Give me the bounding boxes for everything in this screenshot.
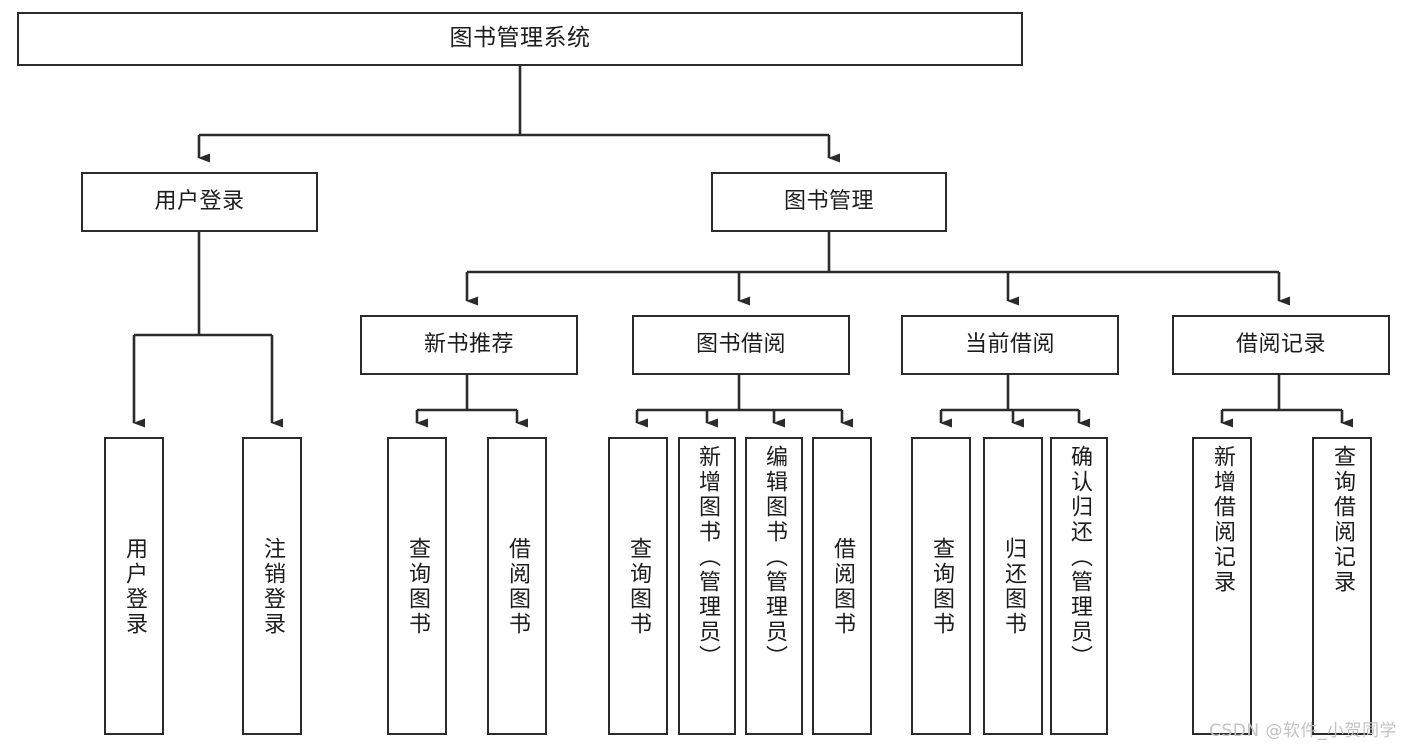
node-label: 新书推荐 (423, 331, 514, 357)
node-user-login[interactable]: 用户登录 (81, 172, 318, 232)
node-book-borrowing[interactable]: 图书借阅 (632, 315, 850, 375)
node-label: 新增图书（管理员） (695, 445, 720, 670)
node-book-management[interactable]: 图书管理 (711, 172, 947, 232)
leaf-return-book[interactable]: 归还图书 (983, 437, 1043, 735)
node-label: 归还图书 (1001, 537, 1026, 637)
leaf-query-borrowing-record[interactable]: 查询借阅记录 (1312, 437, 1372, 735)
node-label: 图书管理系统 (449, 25, 591, 52)
leaf-edit-book-admin[interactable]: 编辑图书（管理员） (745, 437, 803, 735)
node-label: 当前借阅 (964, 331, 1055, 357)
leaf-add-book-admin[interactable]: 新增图书（管理员） (678, 437, 736, 735)
node-borrowing-records[interactable]: 借阅记录 (1172, 315, 1390, 375)
node-label: 查询图书 (626, 537, 651, 637)
node-label: 借阅图书 (505, 537, 530, 637)
node-label: 注销登录 (260, 537, 285, 637)
leaf-query-book-new-book[interactable]: 查询图书 (387, 437, 447, 735)
node-label: 确认归还（管理员） (1067, 445, 1092, 670)
csdn-watermark: CSDN @软件_小贺同学 (1209, 721, 1397, 741)
leaf-logout-login[interactable]: 注销登录 (242, 437, 302, 735)
node-label: 新增借阅记录 (1210, 445, 1235, 595)
node-label: 图书管理 (783, 188, 874, 214)
node-current-borrowing[interactable]: 当前借阅 (901, 315, 1119, 375)
node-label: 查询图书 (929, 537, 954, 637)
node-root-book-management-system[interactable]: 图书管理系统 (17, 12, 1023, 66)
node-label: 查询图书 (405, 537, 430, 637)
leaf-confirm-return-admin[interactable]: 确认归还（管理员） (1050, 437, 1108, 735)
node-new-book-recommendation[interactable]: 新书推荐 (360, 315, 578, 375)
leaf-query-book-current[interactable]: 查询图书 (911, 437, 971, 735)
node-label: 编辑图书（管理员） (762, 445, 787, 670)
node-label: 借阅记录 (1235, 331, 1326, 357)
leaf-user-login[interactable]: 用户登录 (104, 437, 164, 735)
node-label: 查询借阅记录 (1330, 445, 1355, 595)
leaf-add-borrowing-record[interactable]: 新增借阅记录 (1192, 437, 1252, 735)
node-label: 借阅图书 (830, 537, 855, 637)
leaf-query-book-borrowing[interactable]: 查询图书 (608, 437, 668, 735)
node-label: 用户登录 (154, 188, 245, 214)
leaf-borrow-book-new-book[interactable]: 借阅图书 (487, 437, 547, 735)
leaf-borrow-book-borrowing[interactable]: 借阅图书 (812, 437, 872, 735)
node-label: 用户登录 (122, 537, 147, 637)
node-label: 图书借阅 (695, 331, 786, 357)
